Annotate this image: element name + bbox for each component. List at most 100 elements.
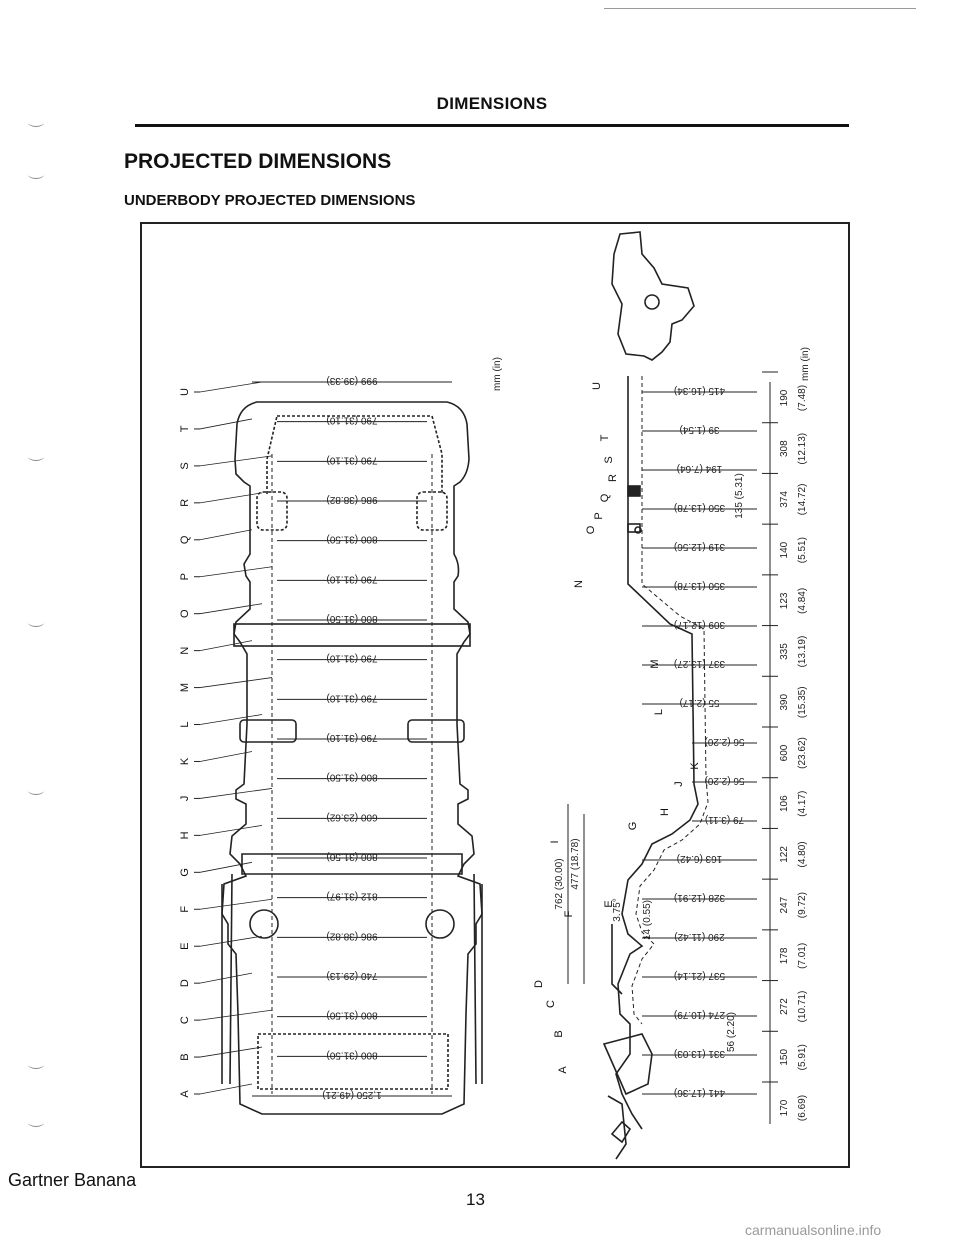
binder-hole-mark [28, 618, 44, 627]
horizontal-dimension-label: 55 (2.17) [679, 697, 719, 708]
inner-dimension-label: 56 (2.20) [726, 1012, 737, 1052]
point-label: M [649, 659, 661, 668]
horizontal-dimension-label: 350 (13.78) [674, 502, 725, 513]
horizontal-dimension-label: 328 (12.91) [674, 892, 725, 903]
point-leader-line [199, 529, 253, 541]
underbody-diagram: 999 (39.33)790 (31.10)790 (31.10)986 (38… [179, 231, 811, 1160]
horizontal-dimension-label: 415 (16.34) [674, 385, 725, 396]
point-label: E [603, 900, 615, 907]
length-inches: (10.71) [797, 991, 808, 1023]
length-value: 374 [779, 491, 790, 508]
point-label: R [607, 474, 619, 482]
binder-hole-mark [28, 170, 44, 179]
width-dimension-label: 800 (31.50) [326, 1010, 377, 1021]
point-leader-line [199, 972, 253, 984]
length-inches: (4.80) [797, 841, 808, 867]
horizontal-dimension-label: 163 (6.42) [677, 853, 723, 864]
horizontal-dimension-label: 290 (11.42) [674, 931, 724, 942]
point-label: J [673, 781, 685, 787]
length-values-column: 1903083741401233353906001061222471782721… [762, 371, 790, 1116]
point-leader-line [199, 566, 273, 578]
point-label: C [179, 1016, 191, 1024]
point-leader-line [199, 751, 253, 762]
length-inches: (4.84) [797, 588, 808, 614]
point-label: J [179, 796, 191, 802]
point-label: R [179, 499, 191, 507]
underbody-diagram-figure: 999 (39.33)790 (31.10)790 (31.10)986 (38… [140, 222, 850, 1168]
horizontal-dimension-label: 350 (13.78) [674, 580, 725, 591]
point-label: Q [179, 535, 191, 544]
length-inches: (9.72) [797, 892, 808, 918]
length-inches: (7.01) [797, 943, 808, 969]
point-label: U [591, 382, 603, 390]
width-dimension-label: 800 (31.50) [326, 772, 377, 783]
horizontal-dimension-label: 194 (7.64) [677, 463, 723, 474]
section-title: PROJECTED DIMENSIONS [124, 150, 392, 173]
point-label: D [179, 979, 191, 987]
point-leader-line [199, 935, 263, 947]
header-rule [135, 124, 849, 127]
point-label: H [659, 808, 671, 816]
page-header: DIMENSIONS [436, 94, 548, 113]
width-dimension-label: 1,250 (49.21) [322, 1089, 382, 1100]
point-label: P [593, 512, 605, 519]
point-label: T [179, 425, 191, 432]
point-label: N [573, 580, 585, 588]
width-dimension-label: 812 (31.97) [326, 891, 377, 902]
binder-hole-mark [28, 118, 44, 127]
length-value: 140 [779, 541, 790, 558]
point-label: G [179, 868, 191, 877]
horizontal-dimension-label: 441 (17.36) [674, 1087, 725, 1098]
point-label: G [627, 822, 639, 831]
point-label: S [603, 456, 615, 463]
unit-label-right: mm (in) [800, 347, 811, 381]
point-leader-line [199, 1083, 253, 1095]
horizontal-dimension-label: 274 (10.79) [674, 1009, 725, 1020]
footer-source: Gartner Banana [8, 1170, 137, 1190]
length-inches: (23.62) [797, 737, 808, 769]
horizontal-dimension-label: 331 (13.03) [674, 1048, 725, 1059]
point-label: K [179, 757, 191, 765]
point-label: L [653, 709, 665, 715]
binder-hole-mark [28, 1060, 44, 1069]
width-dimension-label: 800 (31.50) [326, 1049, 377, 1060]
width-dimension-label: 790 (31.10) [326, 692, 377, 703]
width-dimension-label: 800 (31.50) [326, 851, 377, 862]
length-inches: (12.13) [797, 433, 808, 465]
point-leader-line [199, 1046, 263, 1058]
length-value: 600 [779, 744, 790, 761]
point-leader-line [199, 861, 253, 873]
point-label: D [533, 980, 545, 988]
horizontal-dimension-label: 39 (1.54) [679, 424, 719, 435]
width-dimension-label: 790 (31.10) [326, 732, 377, 743]
point-leader-line [199, 455, 273, 467]
length-inches: (13.19) [797, 636, 808, 668]
inner-dimension-label: 14 (0.55) [642, 900, 653, 940]
point-label: A [557, 1066, 569, 1074]
length-inches: (15.35) [797, 686, 808, 718]
point-label: B [553, 1030, 565, 1037]
point-label: B [179, 1053, 191, 1060]
length-value: 122 [779, 846, 790, 863]
point-label: U [179, 388, 191, 396]
horizontal-dimension-label: 309 (12.17) [674, 619, 725, 630]
right-view-dimension-lines [567, 391, 757, 1095]
length-inches: (7.48) [797, 385, 808, 411]
left-view-width-dimensions [252, 381, 452, 1097]
left-view-width-labels: 999 (39.33)790 (31.10)790 (31.10)986 (38… [322, 375, 382, 1100]
point-leader-line [199, 640, 253, 652]
width-dimension-label: 800 (31.50) [326, 613, 377, 624]
watermark: carmanualsonline.info [745, 1222, 882, 1238]
point-label: O [179, 609, 191, 618]
horizontal-dimension-label: 56 (2.20) [704, 775, 744, 786]
width-dimension-label: 790 (31.10) [326, 573, 377, 584]
point-leader-line [199, 492, 263, 504]
width-dimension-label: 999 (39.33) [326, 375, 377, 386]
left-view-body-outline [221, 401, 483, 1115]
width-dimension-label: 800 (31.50) [326, 534, 377, 545]
inner-dimension-label: 135 (5.31) [734, 473, 745, 519]
top-rule [604, 8, 916, 9]
length-value: 170 [779, 1099, 790, 1116]
inner-dimension-label: 3.75° [612, 898, 623, 921]
